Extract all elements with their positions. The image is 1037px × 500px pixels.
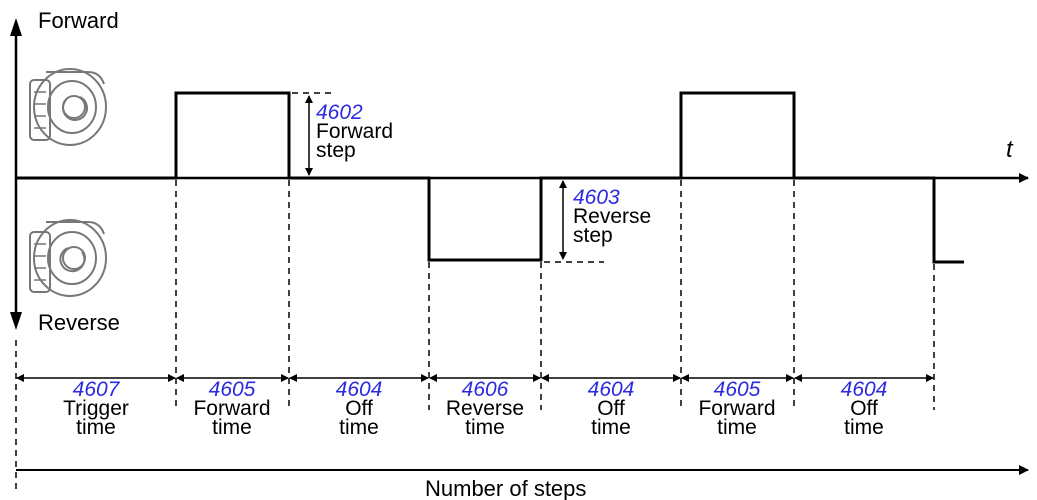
reverse-step-label: 4603 Reverse step (573, 186, 652, 247)
segment-line1: Off (597, 397, 625, 420)
segment-line1: Trigger (63, 397, 129, 420)
steps-axis-label: Number of steps (425, 476, 587, 500)
segment-code: 4605 (713, 378, 761, 401)
segment-label: 4605 Forward time (177, 378, 287, 439)
forward-step-line2: step (316, 139, 356, 162)
segment-line1: Forward (698, 397, 776, 420)
reverse-axis-label: Reverse (38, 310, 120, 335)
segment-label: 4607 Trigger time (41, 378, 151, 439)
segment-label: 4606 Reverse time (430, 378, 540, 439)
speed-waveform (16, 91, 964, 264)
segment-line2: time (591, 416, 631, 439)
forward-axis-label: Forward (38, 8, 119, 33)
segment-label: 4604 Off time (809, 378, 919, 439)
reverse-step-line1: Reverse (573, 205, 652, 228)
segment-line2: time (717, 416, 757, 439)
reverse-step-code: 4603 (573, 186, 620, 209)
time-axis-label: t (1006, 136, 1013, 163)
segment-line2: time (339, 416, 379, 439)
segment-code: 4605 (208, 378, 256, 401)
segment-line2: time (844, 416, 884, 439)
segment-line1: Forward (193, 397, 271, 420)
motor-reverse-rotation-icon (29, 219, 107, 297)
segment-line1: Off (850, 397, 878, 420)
reverse-step-line2: step (573, 224, 613, 247)
segment-line2: time (76, 416, 116, 439)
forward-step-code: 4602 (316, 101, 363, 124)
segment-line1: Reverse (445, 397, 525, 420)
segment-label: 4604 Off time (556, 378, 666, 439)
segment-code: 4606 (461, 378, 509, 401)
reverse-arrowhead (10, 312, 22, 330)
segment-code: 4604 (335, 378, 383, 401)
segment-code: 4607 (72, 378, 120, 401)
motor-forward-rotation-icon (29, 68, 107, 146)
segment-line2: time (465, 416, 505, 439)
time-boundary-lines (15, 92, 935, 490)
segment-code: 4604 (587, 378, 635, 401)
forward-step-line1: Forward (316, 120, 394, 143)
forward-arrowhead (10, 18, 22, 36)
segment-line1: Off (345, 397, 373, 420)
segment-line2: time (212, 416, 252, 439)
segment-label: 4605 Forward time (682, 378, 792, 439)
forward-step-label: 4602 Forward step (316, 101, 394, 162)
segment-label: 4604 Off time (304, 378, 414, 439)
segment-code: 4604 (840, 378, 888, 401)
